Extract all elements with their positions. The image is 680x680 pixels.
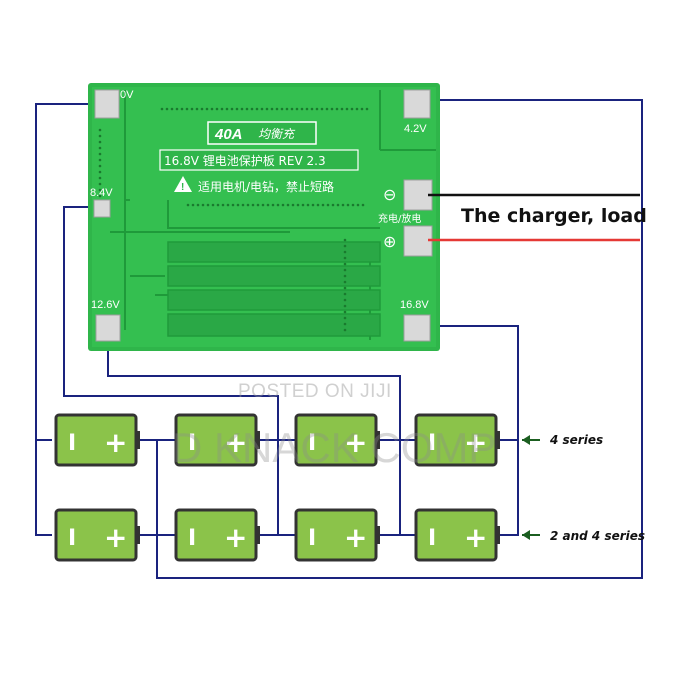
pcb-board: 40A 均衡充 16.8V 锂电池保护板 REV 2.3 ! 适用电机/电钻，禁… xyxy=(88,83,440,351)
pcb-vias xyxy=(98,107,369,332)
battery-cell: I + xyxy=(174,508,260,562)
battery-plus: + xyxy=(344,426,367,459)
battery-plus: + xyxy=(344,521,367,554)
battery-minus: I xyxy=(428,431,436,456)
pcb-traces xyxy=(110,90,436,340)
battery-minus: I xyxy=(308,431,316,456)
board-title-box xyxy=(207,121,317,145)
wire-16-8v xyxy=(418,325,519,536)
board-rev-text: 16.8V 锂电池保护板 REV 2.3 xyxy=(164,153,326,168)
pcb-component-bays xyxy=(167,241,381,337)
battery-cell: I + xyxy=(414,508,500,562)
pad-0v xyxy=(94,89,120,119)
battery-plus: + xyxy=(224,426,247,459)
wire-4-2v xyxy=(156,99,643,579)
battery-minus: I xyxy=(188,431,196,456)
wiring xyxy=(35,99,643,579)
board-warning-text: 适用电机/电钻，禁止短路 xyxy=(198,179,334,194)
label-16-8v: 16.8V xyxy=(400,299,429,311)
battery-minus: I xyxy=(428,526,436,551)
battery-minus: I xyxy=(68,431,76,456)
battery-row-bottom: I + I + I + I + xyxy=(54,508,500,562)
battery-minus: I xyxy=(308,526,316,551)
battery-plus: + xyxy=(104,521,127,554)
label-12-6v: 12.6V xyxy=(91,299,120,311)
board-title-cn: 均衡充 xyxy=(258,127,296,141)
battery-cell: I + xyxy=(294,413,380,467)
solder-pads xyxy=(93,89,433,342)
label-0v: 0V xyxy=(120,89,134,101)
label-2-and-4-series: 2 and 4 series xyxy=(550,529,645,543)
pad-charge-plus xyxy=(403,225,433,257)
charge-minus-symbol: ⊖ xyxy=(383,185,396,204)
wire-8-4v xyxy=(63,206,279,535)
svg-text:!: ! xyxy=(181,182,184,193)
charge-plus-symbol: ⊕ xyxy=(383,232,396,251)
pad-12-6v xyxy=(95,314,121,342)
battery-plus: + xyxy=(464,426,487,459)
charger-leads xyxy=(428,193,640,242)
battery-cell: I + xyxy=(174,413,260,467)
battery-row-top: I + I + I + I + xyxy=(54,413,500,467)
battery-minus: I xyxy=(68,526,76,551)
battery-cell: I + xyxy=(294,508,380,562)
arrow-4-series-head xyxy=(522,435,530,445)
board-title: 40A xyxy=(214,126,243,143)
label-8-4v: 8.4V xyxy=(90,187,113,199)
pad-16-8v xyxy=(403,314,431,342)
pad-8-4v xyxy=(93,199,111,218)
charge-discharge-label: 充电/放电 xyxy=(378,212,421,225)
battery-cell: I + xyxy=(54,508,140,562)
battery-minus: I xyxy=(188,526,196,551)
board-rev-box xyxy=(159,149,359,171)
label-4-series: 4 series xyxy=(549,433,603,447)
pad-charge-minus xyxy=(403,179,433,211)
wire-0v xyxy=(35,103,103,536)
battery-plus: + xyxy=(104,426,127,459)
battery-plus: + xyxy=(464,521,487,554)
battery-cell: I + xyxy=(414,413,500,467)
wire-12-6v xyxy=(107,330,401,535)
label-4-2v: 4.2V xyxy=(404,123,427,135)
warning-icon xyxy=(174,176,192,192)
series-arrows xyxy=(522,435,540,540)
battery-plus: + xyxy=(224,521,247,554)
battery-cell: I + xyxy=(54,413,140,467)
charger-load-label: The charger, load xyxy=(461,205,647,227)
arrow-2-4-series-head xyxy=(522,530,530,540)
pad-4-2v xyxy=(403,89,431,119)
